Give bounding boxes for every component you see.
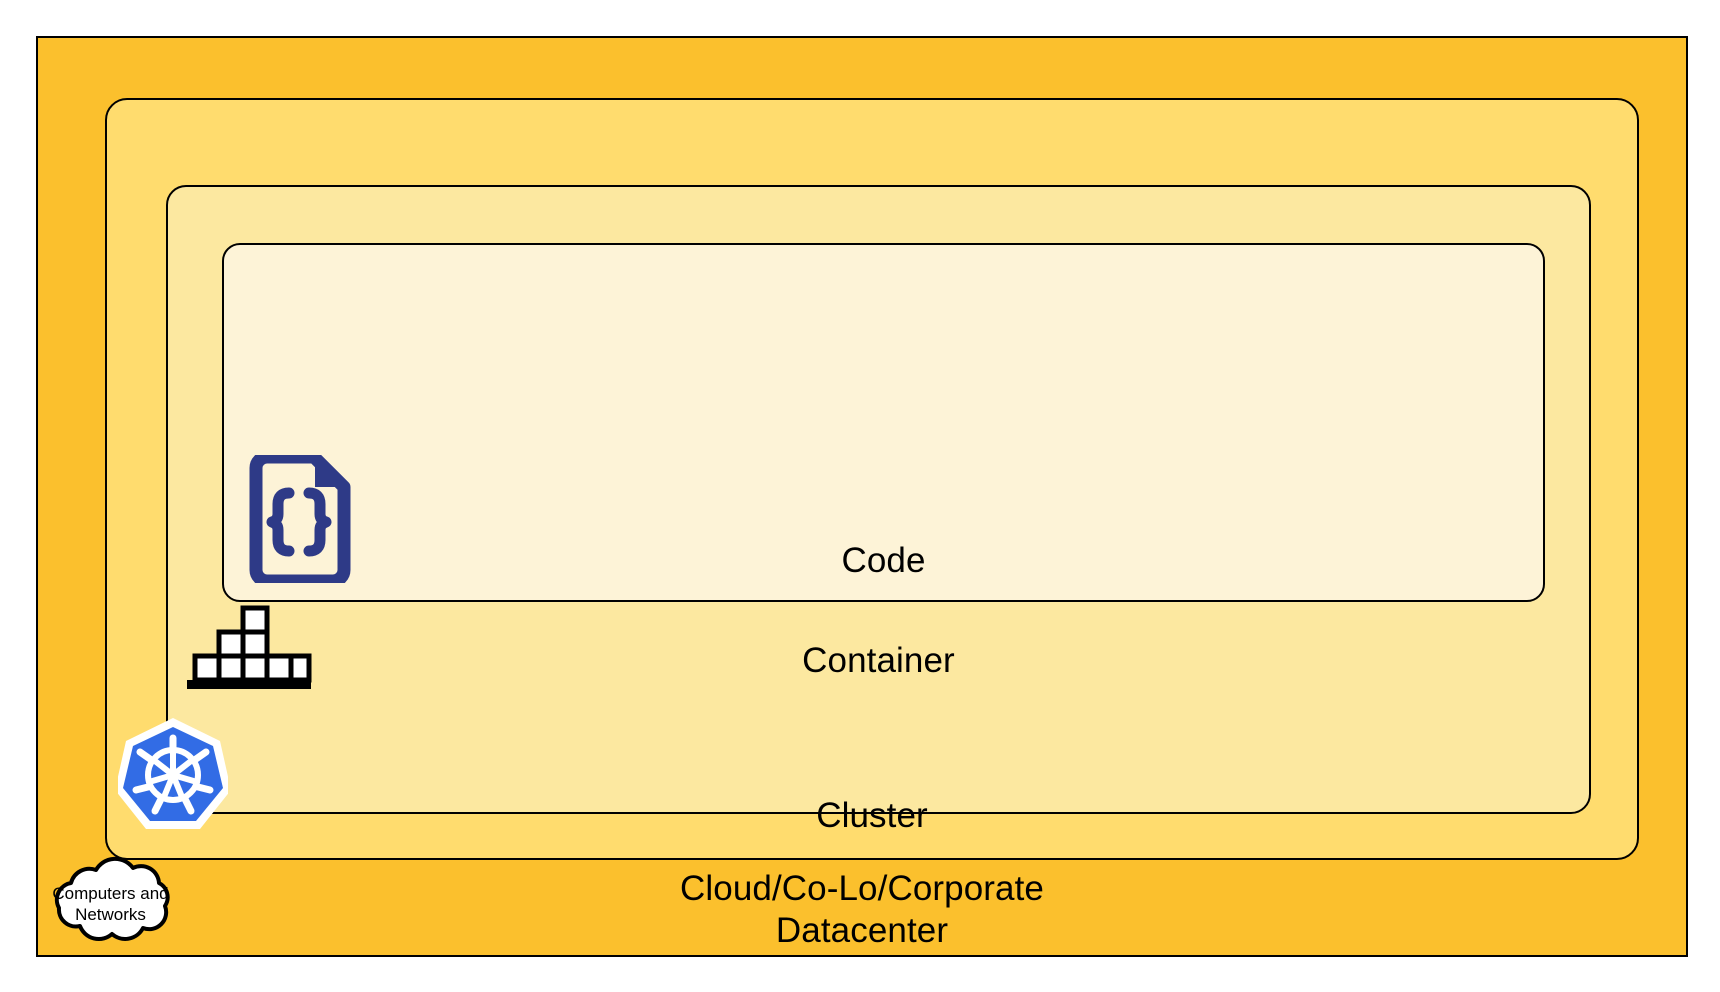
layer-label-container: Container	[802, 641, 955, 680]
layer-label-datacenter: Cloud/Co-Lo/Corporate Datacenter	[680, 869, 1044, 950]
layer-code[interactable]	[222, 243, 1545, 602]
computers-and-networks-callout[interactable]: Computers and Networks	[38, 855, 183, 953]
layer-label-cluster: Cluster	[816, 796, 928, 835]
kubernetes-icon	[115, 716, 231, 834]
code-file-icon	[245, 450, 355, 588]
layer-label-code: Code	[841, 541, 926, 580]
cloud-shape-icon	[54, 856, 170, 942]
container-boxes-icon	[185, 605, 313, 691]
